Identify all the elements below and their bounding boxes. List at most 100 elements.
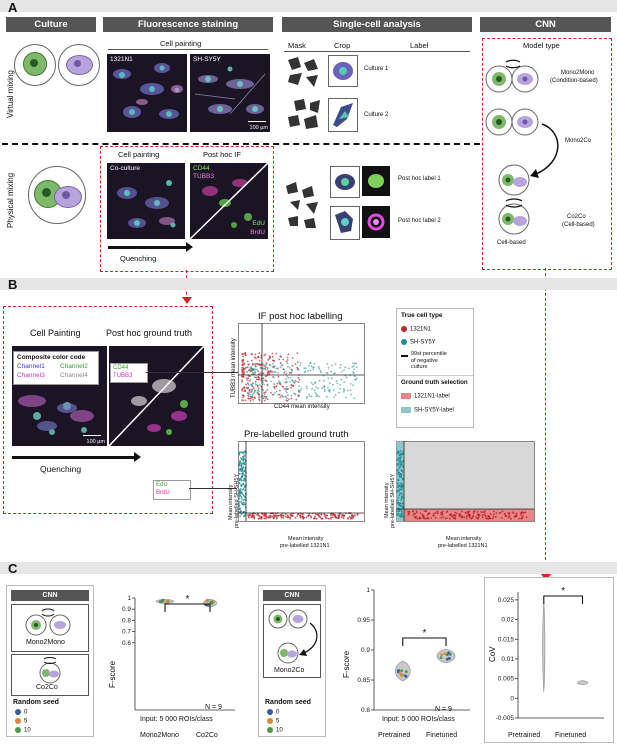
scatter-point <box>321 387 324 389</box>
seed-point <box>400 674 404 678</box>
crop-physical-1 <box>330 166 360 198</box>
scatter-point <box>238 473 241 475</box>
scatter-point <box>264 517 267 520</box>
y-tick-label: 0 <box>510 695 514 702</box>
scatter-point <box>251 513 254 516</box>
scatter-point <box>254 353 257 356</box>
scatter-point <box>253 396 256 399</box>
edu-label: EdU <box>252 220 265 227</box>
scatter-point <box>247 397 249 400</box>
scatter-point <box>342 515 345 518</box>
seed-point <box>404 670 408 673</box>
scatter-point <box>335 516 337 519</box>
y-tick-label: 1 <box>366 587 370 594</box>
scatter-point <box>500 517 503 519</box>
scatter-point <box>243 458 246 461</box>
if-scatter-plot <box>238 323 365 404</box>
micrograph-texture <box>190 163 268 239</box>
scatter-point <box>280 516 283 519</box>
scatter-point <box>442 516 445 519</box>
dot-icon <box>401 339 407 345</box>
scatter-point <box>296 361 299 363</box>
chart3-xtick-0: Pretrained <box>508 732 541 739</box>
scatter-point <box>276 382 279 385</box>
mono2co-label: Mono2Co <box>274 667 305 674</box>
divider <box>284 51 470 52</box>
scatter-point <box>348 516 351 518</box>
scatter-point <box>250 396 253 399</box>
scatter-point <box>241 488 244 491</box>
true-cell-type-legend: True cell type 1321N1 SH-SY5Y 99st perce… <box>396 308 474 428</box>
scatter-point <box>265 363 268 366</box>
scatter-point <box>348 367 350 370</box>
scatter-point <box>288 380 291 383</box>
scatter-point <box>426 513 429 516</box>
swatch-icon <box>401 407 411 413</box>
scatter-point <box>241 498 243 500</box>
scatter-point <box>272 362 274 365</box>
header-culture: Culture <box>6 17 96 32</box>
scatter-point <box>240 462 243 465</box>
scatter-point <box>239 495 241 498</box>
label-cell <box>367 213 385 231</box>
green-cell <box>23 52 47 76</box>
scale-label: 100 µm <box>86 439 105 445</box>
scatter-point <box>492 513 495 516</box>
scatter-point <box>256 391 258 394</box>
scatter-point <box>511 511 514 514</box>
scatter-point <box>401 502 404 505</box>
scatter-point <box>251 362 254 365</box>
scatter-point <box>238 497 241 500</box>
scatter-point <box>340 516 343 519</box>
seed-point <box>161 598 165 602</box>
y-tick-label: 0.005 <box>498 676 515 683</box>
scatter-point <box>461 510 464 513</box>
scatter-point <box>340 378 343 381</box>
scatter-point <box>251 395 254 398</box>
scatter-point <box>396 469 399 472</box>
mask-shapes-physical <box>286 182 318 228</box>
scatter-point <box>343 389 346 391</box>
scatter-point <box>244 353 247 356</box>
scatter-point <box>310 381 313 384</box>
scatter-point <box>278 393 281 396</box>
scatter-point <box>415 510 418 513</box>
seed-point <box>165 600 169 604</box>
scatter-point <box>264 513 266 516</box>
scatter-point <box>263 365 266 368</box>
chart1-xtick-1: Co2Co <box>196 732 218 739</box>
scatter-point <box>494 515 497 518</box>
scatter-point <box>247 386 249 389</box>
scatter-point <box>351 515 353 518</box>
co2co-icon <box>498 198 530 235</box>
significance-bracket <box>402 637 447 646</box>
scatter-point <box>309 369 312 372</box>
scatter-point <box>258 515 261 518</box>
scatter-point <box>400 510 403 513</box>
pre-xlabel-1: Mean intensity <box>288 536 324 542</box>
scatter-point <box>326 363 329 365</box>
scatter-point <box>478 515 480 517</box>
scatter-point <box>525 516 528 519</box>
scatter-point <box>279 362 282 365</box>
scatter-point <box>307 370 310 372</box>
panel-b-letter: B <box>8 277 18 292</box>
scatter-point <box>330 370 333 373</box>
scatter-point <box>246 371 248 373</box>
scatter-point <box>271 370 274 373</box>
scatter-point <box>268 355 271 357</box>
scatter-point <box>422 515 424 518</box>
scatter-point <box>434 517 437 519</box>
chart3-xtick-1: Finetuned <box>555 732 587 739</box>
scatter-point <box>249 400 252 402</box>
scatter-point <box>305 385 308 388</box>
scatter-point <box>280 356 283 358</box>
scatter-point <box>489 517 492 520</box>
scatter-point <box>289 377 292 379</box>
scatter-point <box>458 515 461 518</box>
scatter-point <box>354 379 357 381</box>
scatter-point <box>287 353 290 356</box>
chart2-xtick-0: Pretrained <box>378 732 411 739</box>
mono2co-icon <box>268 609 318 664</box>
scatter-point <box>262 377 265 380</box>
